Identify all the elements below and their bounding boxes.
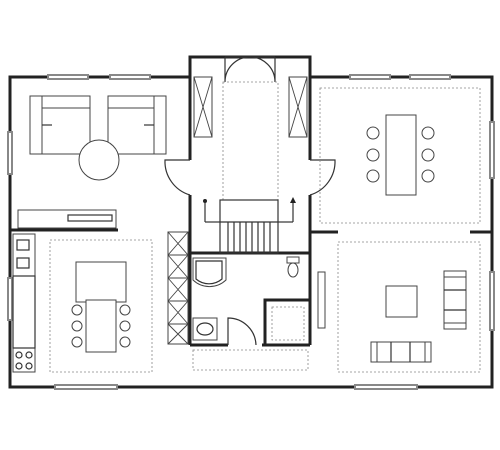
window-top-right-1 — [349, 74, 391, 80]
bathroom — [192, 256, 305, 341]
kitchen-dining — [12, 233, 153, 373]
toilet — [286, 256, 300, 278]
lounge-coffee-table — [385, 285, 418, 318]
bathroom-door — [227, 317, 257, 346]
lounge — [317, 241, 481, 373]
kitchen-island — [75, 261, 127, 303]
windows — [7, 74, 495, 390]
stove — [12, 347, 36, 373]
window-right-1 — [489, 121, 495, 179]
kitchen-chairs — [71, 304, 131, 348]
dining-chairs — [366, 126, 435, 183]
dining-table — [385, 114, 417, 196]
window-left-2 — [7, 277, 13, 321]
window-left-1 — [7, 131, 13, 175]
closet-top-right — [288, 76, 308, 138]
fridge — [12, 233, 36, 277]
hall-door-right — [309, 159, 336, 196]
window-right-2 — [489, 271, 495, 331]
kitchen-rug — [49, 239, 153, 373]
corner-bath — [192, 257, 227, 287]
window-bottom-right — [354, 384, 418, 390]
closet-top-left — [193, 76, 213, 138]
staircase — [203, 197, 296, 254]
hall-door-left — [164, 159, 191, 196]
shower-tray — [271, 306, 305, 341]
closet-left — [167, 231, 189, 345]
sofa-left — [29, 95, 91, 155]
window-top-left-2 — [109, 74, 151, 80]
interior-walls — [10, 57, 492, 347]
window-top-left-1 — [47, 74, 89, 80]
living-room — [17, 95, 167, 229]
counter — [12, 275, 36, 349]
hall-runner — [222, 81, 279, 201]
dining-room — [319, 87, 481, 224]
window-top-right-2 — [409, 74, 451, 80]
lounge-sofa-bottom — [370, 341, 432, 363]
sofa-right — [107, 95, 167, 155]
hall-mat — [192, 349, 309, 371]
entrance-door — [224, 56, 276, 83]
lounge-cabinet — [317, 271, 326, 329]
dining-rug — [319, 87, 481, 224]
entrance-hall — [192, 81, 309, 371]
lounge-sofa-right — [443, 270, 467, 330]
coffee-table — [78, 139, 120, 181]
kitchen-table — [85, 299, 117, 353]
tv-console — [17, 209, 117, 229]
window-bottom-left — [54, 384, 118, 390]
sink — [192, 317, 218, 341]
